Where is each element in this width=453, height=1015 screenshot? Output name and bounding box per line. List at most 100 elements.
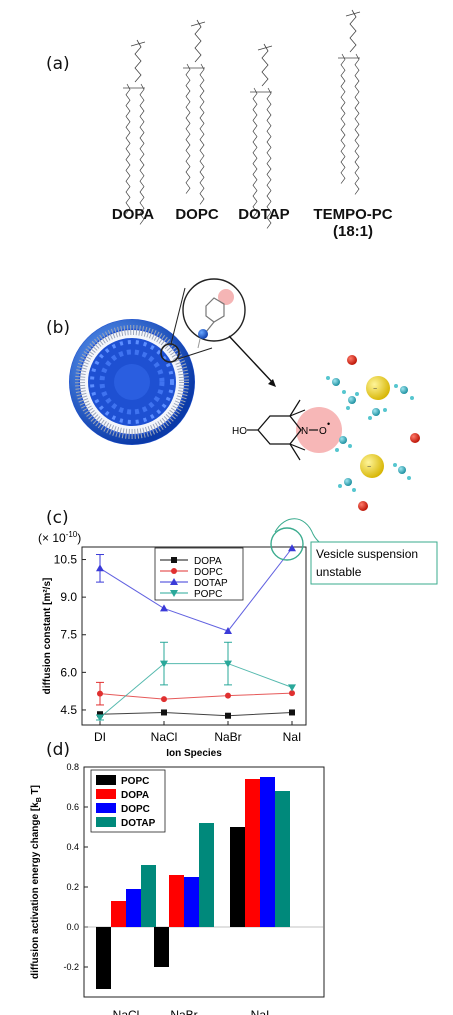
plot-frame-c xyxy=(81,546,307,726)
point-dopc xyxy=(289,690,295,697)
lipid-structure-1 xyxy=(183,19,206,205)
point-dopc xyxy=(225,692,231,699)
legend-marker-dopa xyxy=(171,557,177,563)
lipid-name-dopc: DOPC xyxy=(175,206,219,223)
scale-factor-base: (× 10 xyxy=(38,531,66,545)
y-tick-c: 6.0 xyxy=(60,665,77,679)
ho-label: HO xyxy=(232,426,247,437)
scale-factor-exp: -10 xyxy=(66,530,78,539)
y-axis-label-d: diffusion activation energy change [kB T… xyxy=(30,785,43,979)
legend-label-dotap: DOTAP xyxy=(194,578,228,589)
x-tick-c: NaI xyxy=(283,730,302,744)
panel-label-b: (b) xyxy=(46,318,71,338)
bar-nai-dotap xyxy=(275,791,290,927)
lipid-structure-0 xyxy=(123,39,146,225)
legend-swatch-dotap xyxy=(96,817,116,827)
point-popc xyxy=(96,714,104,722)
annotation-line-1: Vesicle suspension xyxy=(316,547,418,561)
point-dotap xyxy=(288,544,296,552)
legend-label-popc: POPC xyxy=(194,589,222,600)
point-dopa xyxy=(161,709,167,716)
point-dopa xyxy=(97,711,103,718)
x-tick-c: DI xyxy=(94,730,106,744)
bar-nacl-popc xyxy=(96,927,111,989)
legend-label-dopa: DOPA xyxy=(194,556,222,567)
point-dopc xyxy=(97,690,103,697)
series-dopc xyxy=(96,681,295,706)
y-tick-d: 0.4 xyxy=(66,842,79,852)
legend-swatch-dopa xyxy=(96,789,116,799)
scale-factor: (× 10-10) xyxy=(38,530,81,545)
y-tick-d: 0.8 xyxy=(66,762,79,772)
plot-frame-d xyxy=(83,766,325,998)
point-dotap xyxy=(160,604,168,612)
zoom-circle xyxy=(182,278,246,342)
lipid-name-dotap: DOTAP xyxy=(238,206,290,223)
y-tick-d: -0.2 xyxy=(63,962,79,972)
legend-marker-dopc xyxy=(171,568,177,574)
cation-2 xyxy=(410,433,420,443)
line-dotap xyxy=(99,547,293,632)
series-dopa xyxy=(97,709,295,719)
x-tick-d: NaBr xyxy=(170,1008,197,1015)
annotation-line-2: unstable xyxy=(316,565,362,579)
cation-3 xyxy=(358,501,368,511)
legend-label-d-dopc: DOPC xyxy=(121,804,150,815)
y-axis-label-d-main: diffusion activation energy change [k xyxy=(30,802,41,979)
lipid-structures xyxy=(123,9,361,229)
point-dotap xyxy=(96,564,104,572)
lipid-structure-3 xyxy=(338,9,361,195)
point-popc xyxy=(160,660,168,668)
scale-factor-close: ) xyxy=(77,531,81,545)
x-tick-c: NaCl xyxy=(151,730,178,744)
anion-label-2: − xyxy=(367,464,371,471)
bar-nai-dopc xyxy=(260,777,275,927)
lipid-name-dopa: DOPA xyxy=(111,206,155,223)
y-tick-c: 9.0 xyxy=(60,590,77,604)
legend-swatch-dopc xyxy=(96,803,116,813)
y-tick-d: 0.0 xyxy=(66,922,79,932)
x-axis-label-c: Ion Species xyxy=(166,748,222,759)
y-tick-c: 4.5 xyxy=(60,703,77,717)
bar-nacl-dopa xyxy=(111,901,126,927)
y-tick-c: 7.5 xyxy=(60,628,77,642)
bar-nabr-dotap xyxy=(199,823,214,927)
y-axis-label-d-end: T] xyxy=(30,785,41,797)
legend-label-d-dotap: DOTAP xyxy=(121,818,156,829)
bar-nacl-dotap xyxy=(141,865,156,927)
legend-swatch-popc xyxy=(96,775,116,785)
line-dopc xyxy=(99,692,293,700)
legend-label-dopc: DOPC xyxy=(194,567,223,578)
ion-cluster: − − xyxy=(326,355,420,511)
point-dopa xyxy=(225,712,231,719)
line-dopa xyxy=(99,711,293,717)
bar-nacl-dopc xyxy=(126,889,141,927)
anion-label-1: − xyxy=(373,386,377,393)
point-dotap xyxy=(224,626,232,634)
n-label: N xyxy=(301,426,308,437)
bar-nabr-dopc xyxy=(184,877,199,927)
bar-nabr-popc xyxy=(154,927,169,967)
y-axis-label-c: diffusion constant [m²/s] xyxy=(42,578,53,695)
panel-label-a: (a) xyxy=(46,54,70,74)
x-tick-d: NaI xyxy=(251,1008,270,1015)
panel-label-c: (c) xyxy=(46,508,69,528)
lipid-structure-2 xyxy=(250,43,273,229)
bar-nai-popc xyxy=(230,827,245,927)
point-dopa xyxy=(289,709,295,716)
y-axis-label-d-sub: B xyxy=(36,797,43,802)
tempo-molecule: HO N O • xyxy=(232,399,342,461)
point-popc xyxy=(224,660,232,668)
vesicle xyxy=(69,319,195,445)
point-popc xyxy=(288,684,296,692)
vesicle-scheme: HO N O • − − xyxy=(69,278,420,511)
line-popc xyxy=(99,663,293,718)
legend-marker-dotap xyxy=(170,578,178,585)
instability-annotation: Vesicle suspension unstable xyxy=(270,518,438,585)
series-dotap xyxy=(96,544,296,634)
legend-marker-popc xyxy=(170,590,178,597)
